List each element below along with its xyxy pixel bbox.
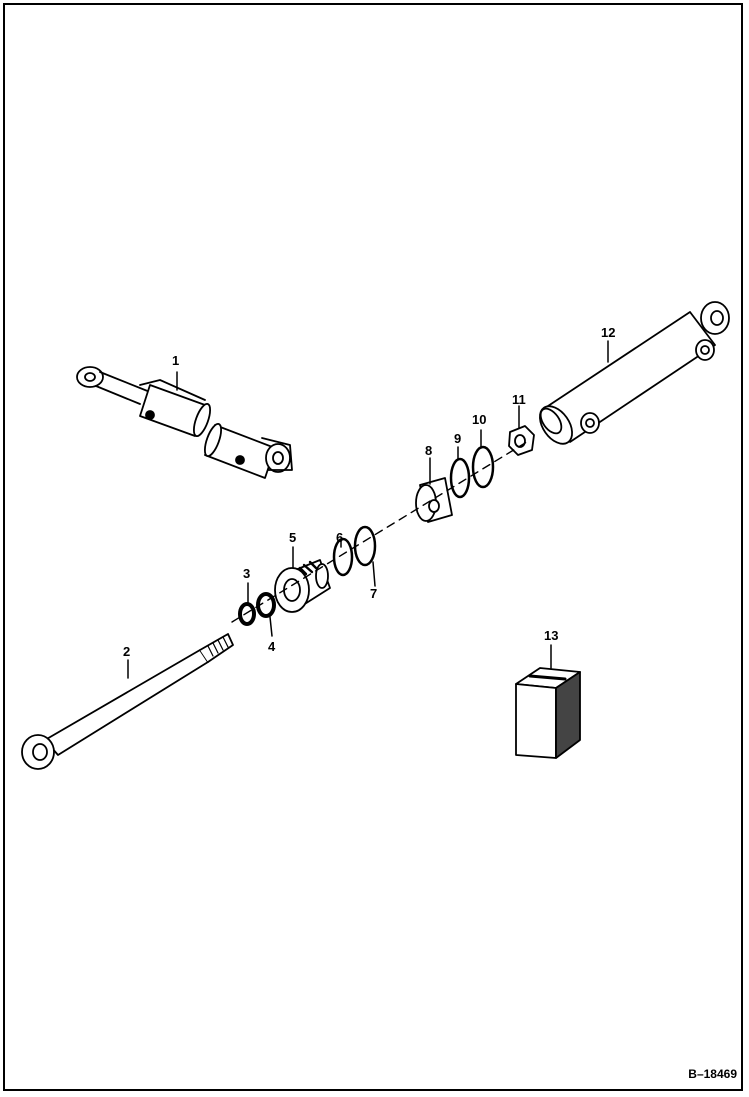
piston-seal-drawing xyxy=(449,457,471,499)
rod-drawing xyxy=(21,633,234,770)
callout-10: 10 xyxy=(472,412,487,427)
wiper-seal-drawing xyxy=(238,602,256,626)
barrel-drawing xyxy=(539,301,730,445)
head-drawing xyxy=(274,559,331,613)
callout-1: 1 xyxy=(172,353,180,368)
ring-drawing xyxy=(471,445,495,489)
callout-9: 9 xyxy=(454,431,462,446)
callout-12: 12 xyxy=(601,325,616,340)
callout-7: 7 xyxy=(370,586,378,601)
rod-seal-drawing xyxy=(256,592,276,618)
o-ring-drawing xyxy=(332,537,354,577)
nut-drawing xyxy=(508,425,535,456)
callout-8: 8 xyxy=(425,443,433,458)
callout-2: 2 xyxy=(123,644,131,659)
figure-reference: B–18469 xyxy=(688,1067,737,1081)
diagram-frame xyxy=(3,3,743,1091)
callout-3: 3 xyxy=(243,566,251,581)
callout-5: 5 xyxy=(289,530,297,545)
cylinder-assembly-drawing xyxy=(76,366,293,479)
leader-lines xyxy=(127,340,609,679)
callout-6: 6 xyxy=(336,530,344,545)
seal-kit-drawing xyxy=(515,667,581,759)
callout-13: 13 xyxy=(544,628,559,643)
callout-4: 4 xyxy=(268,639,276,654)
piston-drawing xyxy=(415,477,453,523)
callout-11: 11 xyxy=(512,392,526,407)
backup-ring-drawing xyxy=(353,525,377,567)
